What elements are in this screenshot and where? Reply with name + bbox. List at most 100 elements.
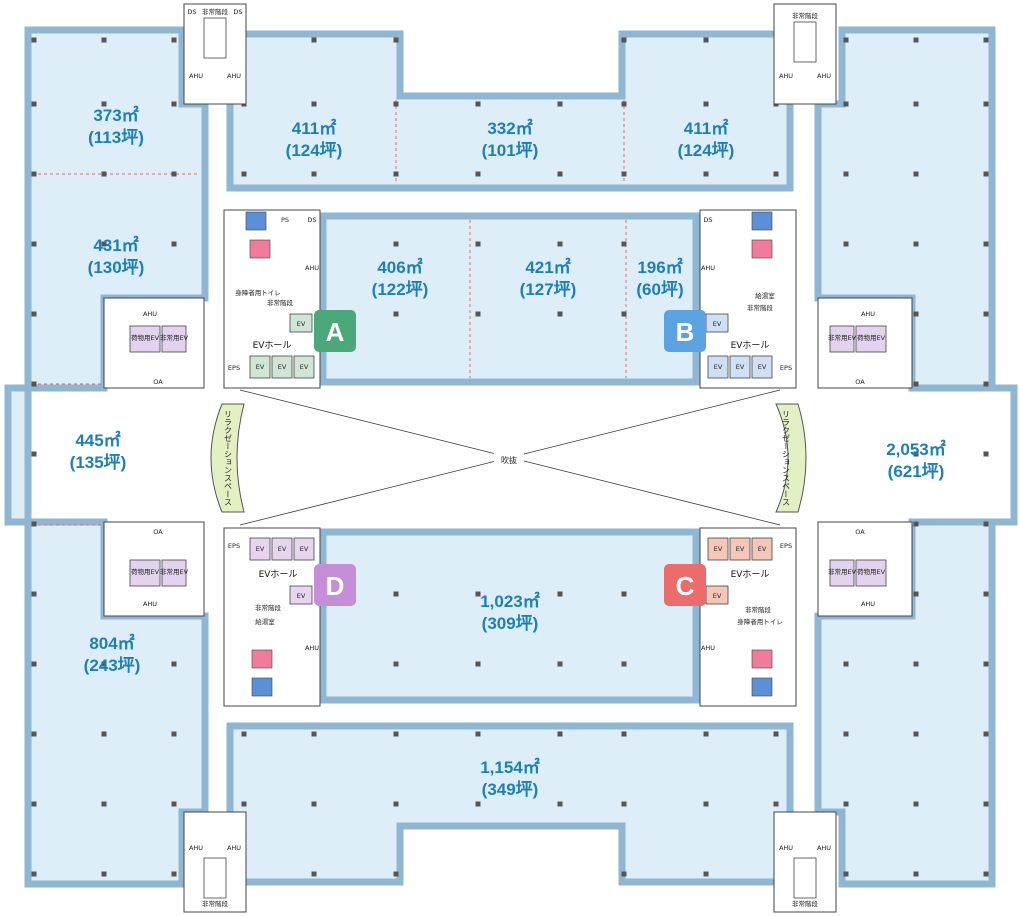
core-c-badge-label: C: [676, 571, 695, 601]
column-marker: [31, 381, 37, 387]
column-marker: [101, 241, 107, 247]
area-value: 406㎡: [377, 257, 422, 277]
area-label-c1: 406㎡ (122坪): [372, 257, 429, 299]
core-a-badge-label: A: [326, 317, 345, 347]
column-marker: [983, 101, 989, 107]
ev-label: EV: [300, 363, 309, 371]
column-marker: [621, 731, 627, 737]
column-marker: [393, 591, 399, 597]
area-tsubo: (122坪): [372, 280, 429, 299]
column-marker: [621, 37, 627, 43]
area-value: 431㎡: [93, 235, 138, 255]
ev-label: EV: [736, 545, 745, 553]
area-label-n3: 411㎡ (124坪): [678, 118, 735, 160]
column-marker: [703, 731, 709, 737]
area-label-c2: 421㎡ (127坪): [520, 257, 577, 299]
area-value: 421㎡: [525, 257, 570, 277]
eps-label: EPS: [228, 542, 240, 550]
column-marker: [983, 171, 989, 177]
ahu-label: AHU: [861, 600, 875, 608]
column-marker: [843, 171, 849, 177]
area-label-nw1: 373㎡ (113坪): [88, 105, 144, 147]
ps-label: PS: [281, 216, 289, 224]
area-label-sw: 804㎡ (243坪): [84, 633, 141, 675]
service-core-east-top: AHU 非常用EV 荷物用EV OA: [817, 297, 913, 389]
column-marker: [983, 731, 989, 737]
column-marker: [393, 101, 399, 107]
kitchenette-label: 給湯室: [255, 617, 275, 626]
area-tsubo: (60坪): [636, 280, 683, 299]
area-label-nw2: 431㎡ (130坪): [88, 235, 145, 277]
ev-label: EV: [256, 363, 265, 371]
column-marker: [31, 171, 37, 177]
stairs-label-sw: 非常階段: [202, 899, 229, 908]
ahu-label: AHU: [227, 72, 241, 80]
ev-label: EV: [300, 545, 309, 553]
column-marker: [171, 871, 177, 877]
relaxation-space-east: リラクゼーションスペース: [775, 403, 807, 513]
column-marker: [703, 871, 709, 877]
column-marker: [983, 311, 989, 317]
freight-ev-label: 荷物用EV: [857, 333, 886, 342]
column-marker: [843, 871, 849, 877]
stair-core-nw: 非常階段 AHU AHU DS DS: [183, 3, 247, 105]
column-marker: [843, 37, 849, 43]
column-marker: [621, 661, 627, 667]
oa-label: OA: [153, 528, 163, 536]
oa-label: OA: [153, 378, 163, 386]
core-b: DS AHU 給湯室 非常階段 EV EVホール EV EV EV EPS: [699, 209, 797, 389]
ahu-label: AHU: [189, 844, 203, 852]
ev-label: EV: [278, 545, 287, 553]
ev-label: EV: [758, 545, 767, 553]
freight-ev-label: 荷物用EV: [857, 567, 886, 576]
column-marker: [393, 731, 399, 737]
column-marker: [913, 801, 919, 807]
core-d-badge-label: D: [326, 571, 345, 601]
stair-core-se: AHU AHU 非常階段: [773, 811, 837, 913]
column-marker: [621, 871, 627, 877]
column-marker: [475, 171, 481, 177]
column-marker: [475, 591, 481, 597]
stair-core-ne: 非常階段 AHU AHU: [773, 3, 837, 105]
ds-label: DS: [187, 8, 196, 16]
column-marker: [913, 381, 919, 387]
column-marker: [241, 801, 247, 807]
accessible-toilet-label: 身障者用トイレ: [737, 617, 783, 626]
ev-label: EV: [714, 545, 723, 553]
column-marker: [393, 37, 399, 43]
area-tsubo: (130坪): [88, 258, 145, 277]
column-marker: [171, 801, 177, 807]
area-value: 411㎡: [292, 118, 336, 138]
column-marker: [913, 451, 919, 457]
column-marker: [557, 801, 563, 807]
area-value: 445㎡: [75, 430, 120, 450]
column-marker: [475, 801, 481, 807]
column-marker: [913, 37, 919, 43]
structural-columns: [31, 37, 989, 877]
freight-ev-label: 荷物用EV: [131, 567, 160, 576]
ahu-label: AHU: [227, 844, 241, 852]
area-tsubo: (309坪): [482, 614, 539, 633]
column-marker: [311, 801, 317, 807]
ev-label: EV: [736, 363, 745, 371]
ahu-label: AHU: [817, 72, 831, 80]
emergency-ev-label: 非常用EV: [160, 333, 189, 342]
column-marker: [913, 661, 919, 667]
stairs-label: 非常階段: [747, 303, 774, 312]
stairs-label-se: 非常階段: [792, 899, 819, 908]
column-marker: [31, 311, 37, 317]
column-marker: [913, 241, 919, 247]
ahu-label: AHU: [817, 844, 831, 852]
area-value: 804㎡: [89, 633, 134, 653]
column-marker: [983, 521, 989, 527]
freight-ev-label: 荷物用EV: [131, 333, 160, 342]
column-marker: [311, 171, 317, 177]
column-marker: [703, 101, 709, 107]
area-value: 373㎡: [93, 105, 138, 125]
ev-label: EV: [278, 363, 287, 371]
column-marker: [983, 801, 989, 807]
column-marker: [171, 241, 177, 247]
ahu-label: AHU: [701, 644, 715, 652]
ev-label: EV: [713, 592, 722, 600]
ahu-label: AHU: [305, 644, 319, 652]
